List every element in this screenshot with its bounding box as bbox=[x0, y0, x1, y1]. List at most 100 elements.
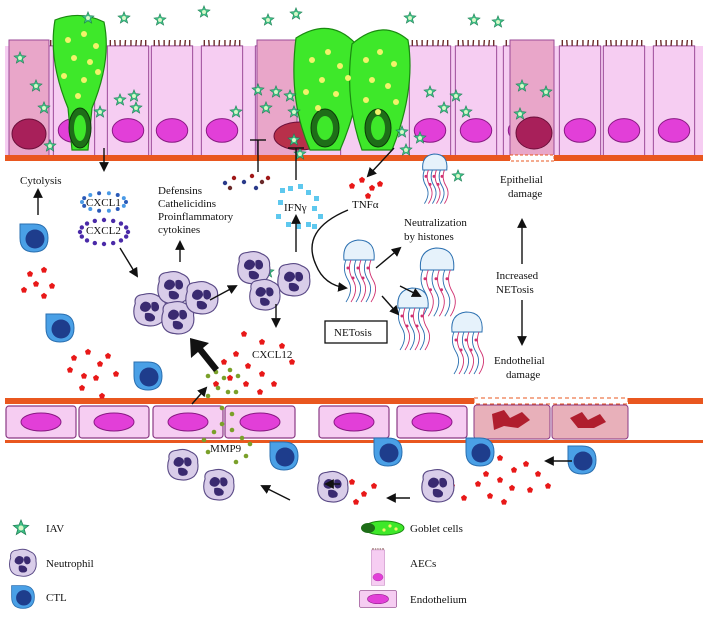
legend-ctl: CTL bbox=[46, 592, 67, 604]
iav-legend-icon bbox=[12, 519, 30, 536]
cytokine-particle bbox=[496, 476, 504, 483]
mucus-granule bbox=[377, 49, 383, 55]
mmp9-dot bbox=[205, 449, 211, 455]
endothelial-cell bbox=[5, 405, 77, 439]
proinflammatory-label: Proinflammatory bbox=[158, 211, 234, 223]
ctl-cell bbox=[45, 313, 75, 343]
cytokine-particle bbox=[78, 384, 86, 391]
mucus-granule bbox=[75, 93, 81, 99]
mmp9-dot bbox=[229, 427, 235, 433]
mucus-granule bbox=[81, 77, 87, 83]
mucus-granule bbox=[65, 37, 71, 43]
cytokine-particle bbox=[256, 388, 264, 395]
ifn-particle bbox=[306, 222, 311, 227]
mmp9-dot bbox=[219, 421, 225, 427]
neutrophil-extracellular-trap bbox=[422, 153, 449, 204]
legend-endothelium: Endothelium bbox=[410, 594, 467, 606]
cytokine-particle bbox=[352, 498, 360, 505]
cxcl2-dot bbox=[125, 229, 131, 235]
mucus-granule bbox=[61, 73, 67, 79]
ifn-particle bbox=[286, 222, 291, 227]
mucus-granule bbox=[87, 59, 93, 65]
cxcl1-label: CXCL1 bbox=[86, 197, 121, 209]
cytokine-particle bbox=[242, 380, 250, 387]
cytokine-particle bbox=[96, 360, 104, 367]
airway-epithelial-cell bbox=[652, 40, 696, 157]
airway-epithelial-cell bbox=[106, 40, 150, 157]
mucus-granule bbox=[385, 83, 391, 89]
cxcl2-dot bbox=[92, 218, 98, 224]
cytokine-particle bbox=[258, 338, 266, 345]
neutrophil-extracellular-trap bbox=[343, 239, 376, 303]
cxcl2-dot bbox=[84, 238, 90, 243]
cxcl1-dot bbox=[88, 192, 93, 197]
cxcl2-label: CXCL2 bbox=[86, 225, 121, 237]
cxcl2-dot bbox=[123, 225, 129, 230]
cytokine-particle bbox=[510, 466, 518, 473]
endothelial-cell bbox=[224, 405, 296, 439]
cytokine-particle bbox=[500, 498, 508, 505]
cytokine-particle bbox=[20, 286, 28, 293]
mucus-granule bbox=[95, 69, 101, 75]
neutrophil-extracellular-trap bbox=[451, 311, 484, 375]
cytokine-particle bbox=[348, 182, 356, 189]
cytokine-particle bbox=[358, 176, 366, 183]
mucus-granule bbox=[93, 43, 99, 49]
cxcl2-dot bbox=[101, 217, 107, 223]
cytokine-particle bbox=[474, 480, 482, 487]
mmp9-dot bbox=[201, 437, 207, 443]
neutrophil-extracellular-trap bbox=[397, 287, 430, 351]
cytokine-particle bbox=[376, 180, 384, 187]
mucus-granule bbox=[391, 61, 397, 67]
cathelicidins-label: Cathelicidins bbox=[158, 198, 216, 210]
neutrophil-cell bbox=[317, 470, 349, 503]
cxcl1-dot bbox=[97, 191, 102, 196]
ifn-particle bbox=[312, 206, 317, 211]
cxcl1-dot bbox=[97, 208, 102, 213]
endothelial-label: Endothelial bbox=[494, 355, 545, 367]
mmp9-dot bbox=[225, 389, 231, 395]
iav-virion bbox=[197, 5, 211, 18]
cytokine-particle bbox=[66, 366, 74, 373]
cytokine-particle bbox=[348, 478, 356, 485]
cxcl1-dot bbox=[115, 207, 120, 212]
cxcl2-dot bbox=[77, 229, 83, 235]
ifn-squares bbox=[276, 184, 323, 229]
mucus-granule bbox=[333, 91, 339, 97]
neutralization-label: Neutralization bbox=[404, 217, 467, 229]
cytokine-dots bbox=[222, 173, 271, 191]
cxcl-dots bbox=[77, 191, 131, 247]
cytokine-particle bbox=[244, 362, 252, 369]
endothelium-legend-icon bbox=[359, 590, 397, 608]
cytokine-particle bbox=[460, 494, 468, 501]
mmp9-dot bbox=[227, 367, 233, 373]
tnfa-label: TNFα bbox=[352, 199, 379, 211]
endothelial-cell bbox=[78, 405, 150, 439]
mucus-granule bbox=[81, 31, 87, 37]
iav-virion bbox=[117, 11, 131, 24]
cxcl2-dot bbox=[118, 221, 124, 226]
neutrophil-cell bbox=[157, 270, 191, 305]
iav-virion bbox=[153, 13, 167, 26]
cytokine-particle bbox=[112, 370, 120, 377]
cytokine-particle bbox=[92, 374, 100, 381]
cytokine-particle bbox=[84, 348, 92, 355]
mucus-granule bbox=[369, 77, 375, 83]
cytokine-particle bbox=[232, 350, 240, 357]
ifn-particle bbox=[318, 214, 323, 219]
arrows bbox=[33, 139, 572, 503]
net-structures bbox=[343, 153, 484, 375]
iav-virion bbox=[403, 11, 417, 24]
cxcl1-dot bbox=[82, 196, 87, 201]
cytokine-particle bbox=[32, 280, 40, 287]
mmp9-dot bbox=[205, 373, 211, 379]
neutrophil-cell bbox=[421, 468, 455, 503]
neutrophil-cell bbox=[277, 262, 311, 297]
cxcl1-dot bbox=[124, 200, 128, 204]
cytokine-particle bbox=[522, 460, 530, 467]
ctl-cell bbox=[133, 361, 163, 391]
mmp9-dot bbox=[215, 385, 221, 391]
cxcl1-dot bbox=[88, 207, 93, 212]
ctl-cell bbox=[567, 445, 597, 475]
iav-virion bbox=[289, 7, 303, 20]
